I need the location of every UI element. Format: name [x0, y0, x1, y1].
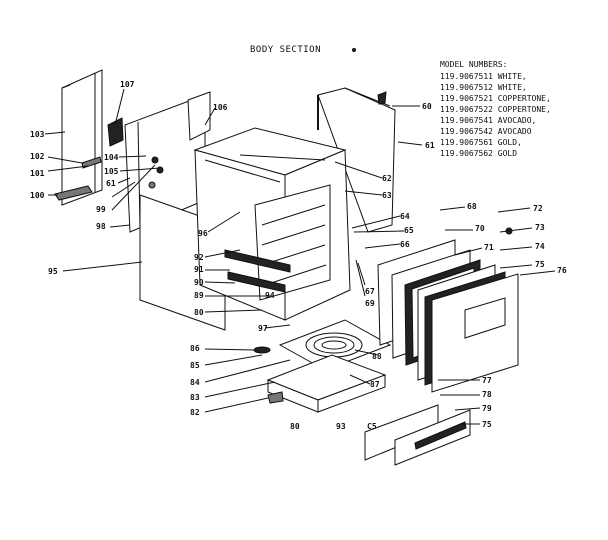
callout-85: 85 — [190, 361, 200, 370]
callout-84: 84 — [190, 378, 200, 387]
callout-102: 102 — [30, 152, 45, 161]
callout-82: 82 — [190, 408, 200, 417]
callout-83: 83 — [190, 393, 200, 402]
callout-76: 76 — [557, 266, 567, 275]
diagram-title: BODY SECTION — [250, 45, 321, 55]
callout-99: 99 — [96, 205, 106, 214]
bottom-base — [266, 354, 387, 413]
callout-64: 64 — [400, 212, 410, 221]
callout-100: 100 — [30, 191, 45, 200]
oven-door — [377, 239, 519, 393]
callout-98: 98 — [96, 222, 106, 231]
callout-80-bottom: 80 — [290, 422, 300, 431]
model-line: 119.9067561 GOLD, — [440, 138, 522, 147]
callout-71: 71 — [484, 243, 494, 252]
callout-75-top: 75 — [535, 260, 545, 269]
right-back-panel — [317, 87, 396, 233]
clip-part — [267, 391, 284, 404]
left-side-panel — [61, 69, 103, 206]
callout-77: 77 — [482, 376, 492, 385]
bracket-part — [107, 117, 124, 147]
callout-96: 96 — [198, 229, 208, 238]
callout-66: 66 — [400, 240, 410, 249]
rear-panel — [187, 91, 211, 141]
callout-97: 97 — [258, 324, 268, 333]
callout-107: 107 — [120, 80, 135, 89]
model-line: 119.9067542 AVOCADO — [440, 127, 532, 136]
callout-62: 62 — [382, 174, 392, 183]
callout-60: 60 — [422, 102, 432, 111]
callout-75-bottom: 75 — [482, 420, 492, 429]
callout-73: 73 — [535, 223, 545, 232]
filter-part — [54, 185, 93, 201]
callout-105: 105 — [104, 167, 119, 176]
callout-88: 88 — [372, 352, 382, 361]
model-line: 119.9067521 COPPERTONE, — [440, 94, 551, 103]
model-header: MODEL NUMBERS: — [440, 60, 507, 69]
callout-72: 72 — [533, 204, 543, 213]
callout-70: 70 — [475, 224, 485, 233]
callout-61-left: 61 — [106, 179, 116, 188]
callout-95: 95 — [48, 267, 58, 276]
callout-74: 74 — [535, 242, 545, 251]
callout-104: 104 — [104, 153, 119, 162]
callout-93: 93 — [336, 422, 346, 431]
model-line: 119.9067541 AVOCADO, — [440, 116, 536, 125]
callout-90: 90 — [194, 278, 204, 287]
model-line: 119.9067512 WHITE, — [440, 83, 527, 92]
callout-80-left: 80 — [194, 308, 204, 317]
callout-86: 86 — [190, 344, 200, 353]
model-line: 119.9067511 WHITE, — [440, 72, 527, 81]
callout-69: 69 — [365, 299, 375, 308]
leader-lines — [44, 88, 556, 425]
model-line: 119.9067562 GOLD — [440, 149, 517, 158]
latch-part — [377, 91, 387, 105]
callout-91: 91 — [194, 265, 204, 274]
callout-79: 79 — [482, 404, 492, 413]
callout-106: 106 — [213, 103, 228, 112]
callout-78: 78 — [482, 390, 492, 399]
callout-92: 92 — [194, 253, 204, 262]
callout-94: 94 — [265, 291, 275, 300]
heating-element-panel — [278, 319, 392, 371]
callout-87: 87 — [370, 380, 380, 389]
oven-body — [193, 127, 351, 321]
callout-65: 65 — [404, 226, 414, 235]
model-numbers-block: MODEL NUMBERS: 119.9067511 WHITE, 119.90… — [440, 60, 551, 158]
callout-89: 89 — [194, 291, 204, 300]
callout-63: 63 — [382, 191, 392, 200]
callout-61-right: 61 — [425, 141, 435, 150]
grommet-part — [253, 346, 271, 354]
callout-67: 67 — [365, 287, 375, 296]
title-dot — [352, 48, 356, 52]
callout-101: 101 — [30, 169, 45, 178]
footer-code: C5 — [367, 422, 377, 431]
model-line: 119.9067522 COPPERTONE, — [440, 105, 551, 114]
callout-103: 103 — [30, 130, 45, 139]
broiler-drawer — [364, 404, 471, 466]
callout-labels: 103 102 101 100 107 106 104 105 61 99 98… — [30, 80, 567, 431]
callout-68: 68 — [467, 202, 477, 211]
